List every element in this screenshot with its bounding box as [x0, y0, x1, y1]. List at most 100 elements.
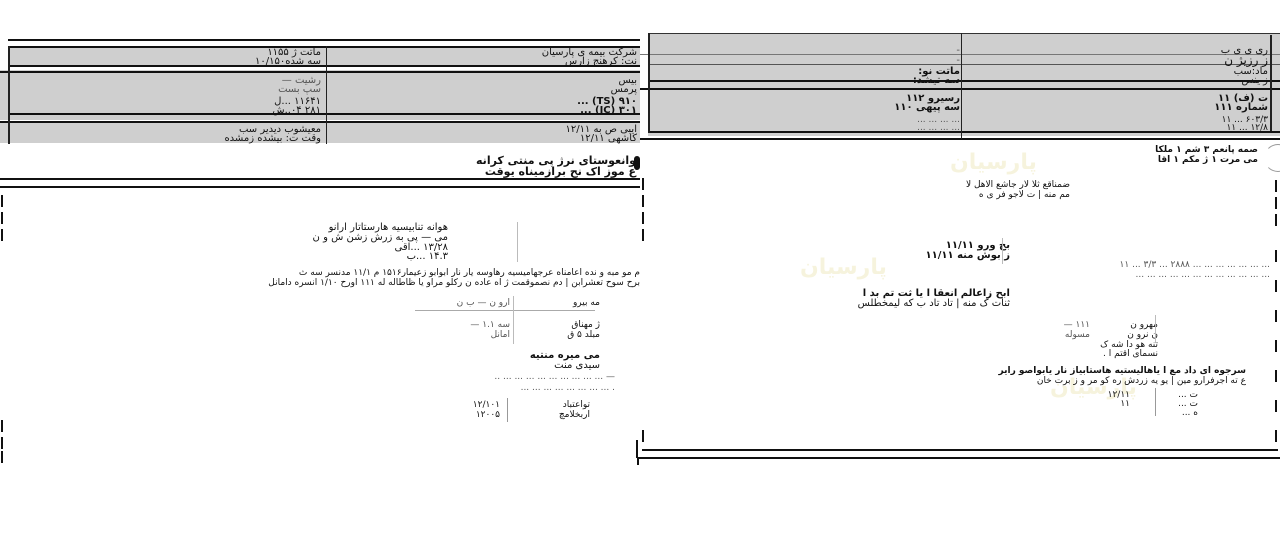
- lp-line-a-1: هوانه تنابیسیه هارستاتار ارانو: [328, 222, 448, 233]
- rp-r3-left-1: رسیرو ۱۱۲: [906, 93, 960, 104]
- rp-field-2-label: ن نرو ن: [1127, 330, 1158, 340]
- frame-dash: [1, 420, 3, 432]
- row-border: [8, 46, 640, 48]
- frame-dash: [642, 178, 644, 190]
- rp-r3-left-2: سه پیهی ۱۱۰: [894, 102, 960, 113]
- rp-footer-1-value: ۱۲/۱۱: [1107, 390, 1130, 400]
- lp-footer-1-label: تواعتباد: [562, 400, 590, 410]
- rp-paragraph-1: ... ... ... ... ... ... ... ۲۸۸۸ ... ۳/۳…: [1119, 260, 1270, 270]
- frame-dash: [642, 229, 644, 241]
- field-underline: [415, 310, 595, 311]
- lp-r2-left-2: سپ بست: [278, 84, 321, 95]
- lp-r4-right-2: کاشهی ۱۲/۱۱: [579, 133, 637, 144]
- lp-r2-right-2: پرمس: [610, 84, 637, 95]
- watermark: پارسیان: [950, 150, 1037, 175]
- frame-dash: [642, 212, 644, 224]
- lp-field-1-value: ارو ن — ب ن: [456, 298, 510, 308]
- rp-paragraph-2: ... ... ... ... ... ... ... ... ... ... …: [1135, 270, 1270, 280]
- row-border: [0, 71, 640, 73]
- left-border: [648, 33, 650, 133]
- row-border: [8, 113, 640, 115]
- lp-subheading-2: سیدی منت: [554, 360, 600, 371]
- field-divider: [513, 296, 514, 344]
- column-divider: [961, 33, 962, 139]
- rp-r1-left-1: -: [956, 45, 960, 56]
- frame-top-outer: [0, 178, 640, 180]
- rp-header-bg: [648, 33, 1280, 136]
- frame-dash: [1275, 180, 1277, 192]
- lp-r4-left-2: وقت ت: بیشده زمشده: [224, 133, 321, 144]
- frame-dash: [1275, 214, 1277, 226]
- rp-date-2: ز بوش منه ۱۱/۱۱: [925, 250, 1010, 261]
- rp-footer-2-value: ۱۱: [1120, 399, 1130, 409]
- rp-date-1: بخ ورو ۱۱/۱۱: [945, 240, 1010, 251]
- frame-dash: [1275, 430, 1277, 442]
- rp-field-1-label: مهرو ن: [1130, 320, 1158, 330]
- frame-bottom-inner: [642, 449, 1278, 451]
- rp-r3-right-2: شماره ۱۱۱: [1214, 102, 1268, 113]
- lp-r1-left-2: سه شده۱۰/۱۵۰: [254, 56, 321, 67]
- frame-dash: [642, 430, 644, 442]
- lp-r2-right-1: بیس: [618, 75, 637, 86]
- lp-paragraph2-1: — ... ... ... ... ... ... ... ... ... ..: [494, 372, 615, 382]
- lp-date-2: ۱۴.۳ ...ب: [406, 251, 448, 262]
- row-border: [648, 131, 1280, 133]
- field-divider: [507, 398, 508, 422]
- row-border: [640, 88, 1280, 90]
- rp-line-a-1: ضمناقع ثلا لار جاشع الاهل لا: [965, 180, 1070, 190]
- rp-line-b-2: ثنات ک منه | تاد تاد ب که لیمخطلس: [857, 298, 1010, 309]
- rp-r1-right-2: ز رزیژ ن: [1224, 53, 1268, 67]
- rp-line-c-1: تنه هو دا شه ک: [1100, 340, 1158, 350]
- row-border: [648, 80, 1280, 82]
- row-border: [648, 33, 1280, 34]
- watermark: پارسیان: [1050, 375, 1137, 400]
- rp-footer-1-label: ت ...: [1178, 390, 1198, 400]
- rp-r2-left-2: سه تیشد:: [912, 75, 960, 86]
- right-border: [1270, 35, 1272, 131]
- lp-paragraph2-2: . ... ... ... ... ... ... ... ...: [520, 383, 615, 393]
- lp-paragraph-1: م مو مبه و نده اعامناه عرجهامیسیه رهاوسه…: [298, 268, 640, 278]
- lp-r2-left-1: رشیت —: [281, 75, 321, 86]
- rp-r1-right-1: ری ی ی ب: [1220, 45, 1268, 56]
- frame-dash: [1, 229, 3, 241]
- rp-footer-2-label: ت ...: [1178, 399, 1198, 409]
- rp-r2-right-1: ماد:سب: [1233, 66, 1268, 77]
- field-divider: [517, 222, 518, 262]
- rp-field-2-value: مسوله: [1064, 330, 1090, 340]
- seal-icon: [1264, 144, 1280, 172]
- lp-field-3-label: مبلد ۵ ق: [567, 330, 600, 340]
- field-divider: [1155, 315, 1156, 343]
- lp-r3-left-2: ۲۸۱ ۰۴..ش: [272, 105, 321, 116]
- rp-paragraph2-1: سرجوه ای داد مع ا یاهالیستیه هاستابیاز ن…: [998, 366, 1246, 376]
- rp-r2-right-2: ز ینس: [1241, 75, 1268, 86]
- lp-r1-right-2: نت: کرهنج زارس: [565, 56, 637, 67]
- lp-footer-2-label: اربخلامچ: [558, 410, 590, 420]
- frame-dash: [1275, 280, 1277, 292]
- lp-field-1-label: مه بیرو: [572, 298, 600, 308]
- rp-line-c-2: نسمای اقتم ا .: [1103, 349, 1158, 359]
- lp-r1-right-1: شرکت بیمه ی پارسیان: [541, 47, 637, 58]
- bullet-icon: [634, 156, 640, 170]
- frame-dash: [1275, 400, 1277, 412]
- rp-r2-left-1: ماتت نو:: [918, 66, 960, 77]
- row-border: [640, 54, 1280, 55]
- rp-section-title-1: صمه پانعم ۳ شم ۱ ملکا: [1155, 145, 1258, 155]
- frame-dash: [1, 212, 3, 224]
- lp-field-3-value: امانل: [490, 330, 510, 340]
- frame-dash: [1275, 197, 1277, 209]
- header-row-2: [0, 70, 640, 120]
- frame-dash: [1, 195, 3, 207]
- field-divider: [1002, 238, 1003, 264]
- lp-r3-right-2: ۳۰۱ (IC) ...: [580, 105, 637, 116]
- lp-section-title-1: وانعوستای نرژ پی منتی کرانه: [476, 154, 636, 167]
- frame-dash: [1, 451, 3, 463]
- rp-line-a-2: مم منه | ت لاجو فر ی ه: [978, 190, 1070, 200]
- rp-footer-3-label: ه ...: [1181, 408, 1198, 418]
- rp-section-title-2: می مرت ۱ ژ مکم ۱ اقا: [1157, 155, 1258, 165]
- rp-r1-left-2: -: [956, 55, 960, 66]
- frame-dash: [1275, 340, 1277, 352]
- rp-r4-left-2: ... ... ... ...: [917, 123, 960, 133]
- rp-r4-right-2: ۱۲/۸ ... ۱۱: [1226, 123, 1268, 133]
- watermark: پارسیان: [800, 255, 887, 280]
- frame-dash: [636, 440, 638, 458]
